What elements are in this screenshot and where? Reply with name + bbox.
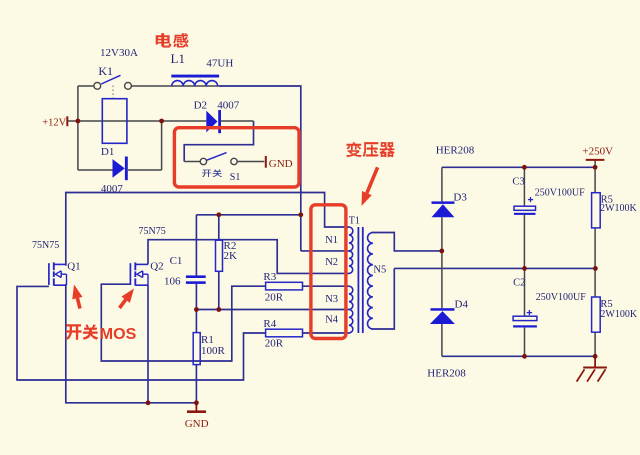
svg-text:D2: D2: [194, 99, 207, 111]
svg-text:+250V: +250V: [582, 145, 613, 157]
svg-text:HER208: HER208: [436, 145, 475, 157]
svg-text:47UH: 47UH: [206, 57, 233, 69]
svg-text:4007: 4007: [217, 99, 240, 111]
svg-text:R4: R4: [263, 318, 276, 330]
svg-text:Q2: Q2: [150, 260, 163, 272]
svg-text:HER208: HER208: [427, 368, 466, 380]
svg-text:2W100K: 2W100K: [600, 203, 637, 214]
svg-text:N1: N1: [325, 235, 338, 246]
svg-text:S1: S1: [230, 172, 241, 183]
svg-text:R2: R2: [224, 240, 237, 252]
svg-text:20R: 20R: [265, 338, 284, 350]
svg-text:D4: D4: [455, 299, 469, 311]
svg-text:MOS: MOS: [100, 326, 137, 343]
svg-text:106: 106: [164, 275, 181, 287]
svg-text:4007: 4007: [101, 183, 124, 195]
svg-text:75N75: 75N75: [139, 226, 166, 237]
svg-text:75N75: 75N75: [32, 240, 59, 251]
svg-text:R5: R5: [600, 299, 612, 310]
svg-text:R3: R3: [263, 271, 276, 283]
svg-text:N4: N4: [325, 315, 339, 326]
svg-text:L1: L1: [171, 51, 185, 66]
svg-text:2K: 2K: [224, 250, 238, 262]
svg-text:R5: R5: [601, 195, 613, 206]
svg-text:20R: 20R: [265, 292, 284, 304]
svg-text:100R: 100R: [201, 345, 226, 357]
svg-text:12V30A: 12V30A: [100, 47, 138, 59]
svg-text:R1: R1: [201, 334, 214, 346]
svg-text:T1: T1: [349, 215, 360, 226]
svg-text:C1: C1: [170, 255, 183, 267]
svg-text:GND: GND: [269, 158, 293, 170]
svg-text:N5: N5: [373, 264, 386, 275]
svg-text:2W100K: 2W100K: [600, 309, 637, 320]
svg-text:250V100UF: 250V100UF: [535, 187, 585, 198]
svg-text:GND: GND: [185, 418, 209, 430]
svg-text:D1: D1: [101, 146, 114, 158]
svg-text:C2: C2: [513, 278, 525, 289]
svg-text:N3: N3: [325, 294, 338, 305]
svg-text:N2: N2: [325, 257, 338, 268]
svg-text:+12V: +12V: [42, 118, 66, 129]
svg-text:K1: K1: [98, 64, 113, 78]
svg-text:C3: C3: [512, 177, 524, 188]
svg-text:D3: D3: [453, 191, 467, 203]
svg-text:250V100UF: 250V100UF: [536, 292, 586, 303]
svg-text:Q1: Q1: [67, 261, 80, 273]
